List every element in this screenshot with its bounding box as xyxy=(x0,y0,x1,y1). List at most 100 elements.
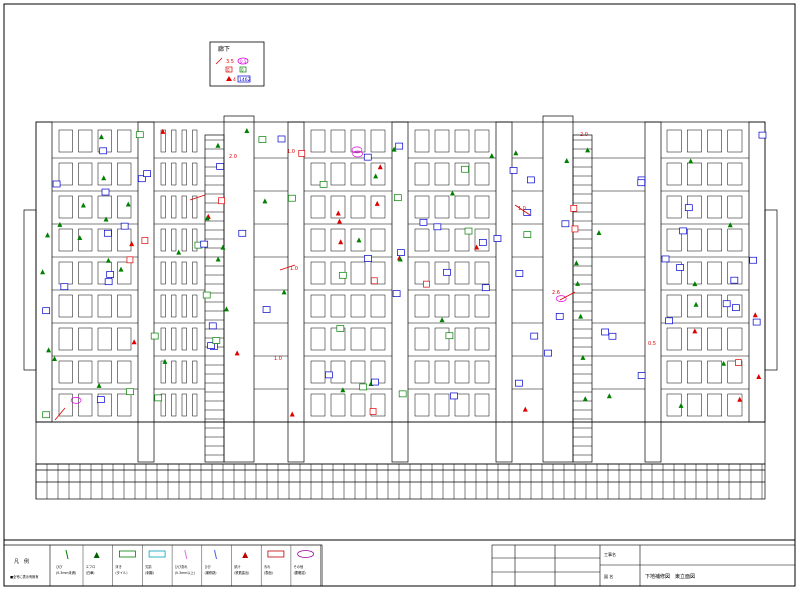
defect-green-triangle xyxy=(57,221,63,227)
legend-note: ■全号に表示有無有 xyxy=(10,574,39,579)
defect-blue-square xyxy=(99,147,108,155)
legend-column-text: (鉄筋露出) xyxy=(234,570,249,575)
defect-blue-square xyxy=(555,313,564,320)
svg-text:3.5: 3.5 xyxy=(226,59,234,65)
defect-red-square xyxy=(571,225,579,233)
defect-green-triangle xyxy=(176,249,182,255)
defect-blue-square xyxy=(120,222,129,230)
defect-green-square xyxy=(135,131,144,139)
triangle-red-icon xyxy=(242,552,249,558)
defect-green-square xyxy=(202,291,211,299)
defect-red-triangle xyxy=(338,239,344,245)
crack-blue-icon xyxy=(214,549,217,560)
defect-green-square xyxy=(359,383,368,391)
defect-blue-square xyxy=(397,249,405,256)
svg-text:0: 0 xyxy=(241,68,244,73)
title-block-text: 工事名 図 名 下地補修図 東立面図 xyxy=(604,551,695,580)
defect-green-triangle xyxy=(578,313,584,319)
defect-red-triangle xyxy=(522,406,528,412)
legend-column-text: エフロ xyxy=(86,564,96,569)
defect-green-triangle xyxy=(162,358,168,364)
defect-green-triangle xyxy=(101,175,107,181)
crack-line xyxy=(279,264,296,271)
defect-green-square xyxy=(393,194,402,202)
defect-green-triangle xyxy=(52,355,58,361)
defect-ellipse xyxy=(351,146,363,154)
defect-green-triangle xyxy=(118,266,124,272)
defect-blue-square xyxy=(363,153,372,161)
defect-green-square xyxy=(154,394,163,402)
defect-red-triangle xyxy=(337,218,343,224)
defect-green-triangle xyxy=(262,198,268,204)
defect-green-square xyxy=(258,136,267,143)
crack-label: 2.0 xyxy=(229,154,237,160)
crack-label: 2.0 xyxy=(580,132,588,138)
defect-blue-square xyxy=(443,268,451,276)
legend-red-square-icon xyxy=(225,66,233,73)
defect-blue-square xyxy=(561,220,570,228)
defect-blue-square xyxy=(684,204,693,212)
crack-pink-icon xyxy=(184,549,188,560)
defect-blue-square xyxy=(637,372,646,379)
rect-green-icon xyxy=(119,550,136,558)
defect-green-triangle xyxy=(564,157,570,163)
defect-green-triangle xyxy=(727,222,733,228)
fence-posts xyxy=(35,464,763,499)
defect-blue-square xyxy=(101,188,110,196)
defect-red-square xyxy=(141,237,149,244)
rect-cyan-icon xyxy=(148,550,166,558)
legend-column: エフロ(白華) xyxy=(86,545,113,586)
defect-green-triangle xyxy=(77,235,83,241)
title-block xyxy=(491,544,796,587)
legend-column: ひび割れ(0.3mm以上) xyxy=(175,545,203,586)
defect-blue-square xyxy=(325,371,333,379)
svg-text:0: 0 xyxy=(227,68,230,73)
ellipse-icon xyxy=(297,550,315,558)
defect-green-triangle xyxy=(692,281,698,287)
legend-column: 汚れ(表面) xyxy=(264,545,292,586)
defect-blue-square xyxy=(515,270,524,277)
legend-column-text: 欠損 xyxy=(145,564,152,569)
defect-green-triangle xyxy=(580,354,586,360)
legend-column-text: (表面) xyxy=(264,570,273,575)
crack-line xyxy=(189,194,206,201)
defect-blue-square xyxy=(752,318,761,326)
floor-lines xyxy=(52,157,749,390)
defect-red-triangle xyxy=(474,244,480,250)
bottom-legend: 凡 例 ■全号に表示有無有 ひび(0.3mm未満)エフロ(白華)浮き(タイル)欠… xyxy=(3,544,323,587)
defect-green-square xyxy=(336,325,345,332)
defect-markers xyxy=(40,128,767,421)
defect-green-triangle xyxy=(439,317,445,323)
crack-label: 1.0 xyxy=(518,206,526,212)
defect-green-triangle xyxy=(281,289,287,295)
defect-blue-square xyxy=(544,349,552,357)
defect-blue-square xyxy=(364,255,372,262)
defect-green-triangle xyxy=(449,190,455,196)
defect-red-square xyxy=(126,256,134,264)
rect-red-icon xyxy=(267,550,285,558)
defect-green-square xyxy=(398,390,407,398)
legend-column: ひび(0.3mm未満) xyxy=(56,545,84,586)
defect-green-square xyxy=(212,337,221,344)
legend-column: ひび(補修跡) xyxy=(205,545,232,586)
defect-blue-square xyxy=(679,227,687,235)
defect-green-square xyxy=(523,231,532,238)
legend-title: 廊下 xyxy=(218,45,230,53)
defect-blue-square xyxy=(749,256,757,264)
defect-green-triangle xyxy=(125,201,131,207)
defect-green-square xyxy=(464,227,473,235)
defect-blue-square xyxy=(52,180,61,188)
defect-green-triangle xyxy=(204,215,210,221)
crack-label: 1.0 xyxy=(287,149,295,155)
defect-green-triangle xyxy=(688,158,694,164)
legend-column-text: (白華) xyxy=(86,570,95,575)
defect-blue-square xyxy=(42,307,51,315)
legend-column-text: (剥離) xyxy=(145,570,154,575)
legend-column-text: (0.3mm未満) xyxy=(56,570,76,575)
defect-green-triangle xyxy=(693,301,699,307)
defect-green-square xyxy=(338,271,347,279)
defect-ellipse xyxy=(70,396,82,404)
defect-blue-square xyxy=(527,176,535,184)
defect-green-triangle xyxy=(220,244,226,250)
defect-green-triangle xyxy=(582,396,588,402)
